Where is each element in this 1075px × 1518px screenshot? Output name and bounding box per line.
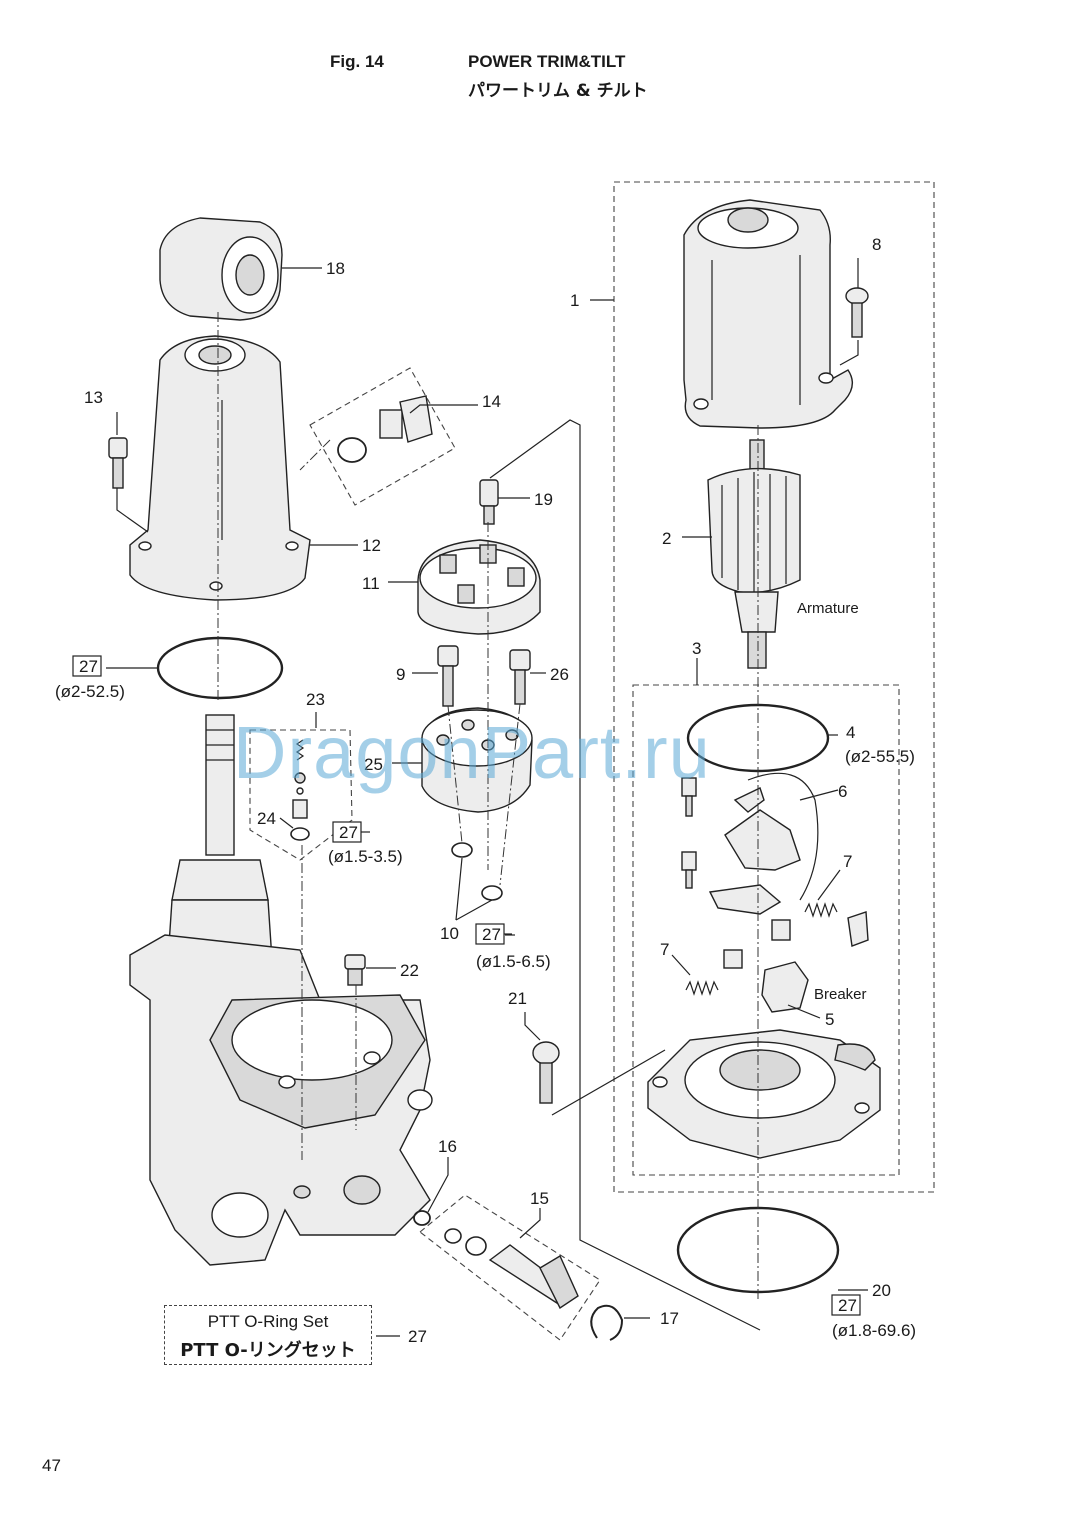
check-valve-23-outline: [249, 729, 353, 861]
page-number: 47: [42, 1456, 61, 1475]
label-armature: Armature: [797, 600, 859, 617]
alignment-lines: [299, 439, 521, 1160]
valve-14-outline: [309, 367, 456, 506]
spec-o-ring-696: (ø1.8-69.6): [832, 1321, 916, 1340]
spec-o-ring-55: (ø2-55.5): [845, 747, 915, 766]
ref-box-27-d: 27: [838, 1296, 857, 1315]
spec-o-ring-35: (ø1.5-3.5): [328, 847, 403, 866]
figure-title-japanese: パワートリム & チルト: [468, 81, 648, 101]
callout-26: 26: [550, 665, 569, 684]
callout-3: 3: [692, 639, 701, 658]
motor-housing: [683, 199, 853, 429]
figure-number: Fig. 14: [330, 52, 384, 71]
callout-22: 22: [400, 961, 419, 980]
ref-box-27-c: 27: [482, 925, 501, 944]
callout-9: 9: [396, 665, 405, 684]
o-ring-24: [290, 827, 310, 841]
o-ring-10a: [451, 842, 473, 858]
callout-18: 18: [326, 259, 345, 278]
callout-23: 23: [306, 690, 325, 709]
callout-16: 16: [438, 1137, 457, 1156]
pin-19: [479, 479, 499, 525]
callout-5: 5: [825, 1010, 834, 1029]
spring-7-upper: [804, 902, 838, 918]
breaker: [761, 961, 809, 1013]
breaker-assembly-outline: [632, 684, 900, 1176]
label-breaker: Breaker: [814, 986, 867, 1003]
bolt-8: [845, 287, 869, 338]
spec-o-ring-52: (ø2-52.5): [55, 682, 125, 701]
leader-lines: [106, 258, 868, 1337]
callout-1: 1: [570, 291, 579, 310]
pump-gear-11: [417, 539, 541, 635]
reservoir-12: [129, 335, 311, 601]
spring-7-lower: [685, 980, 719, 996]
callout-19: 19: [534, 490, 553, 509]
pump-body-25: [421, 707, 533, 813]
oring-set-label: PTT O-Ring Set: [207, 1312, 329, 1331]
oring-set-box: PTT O-Ring Set PTT O-リングセット: [164, 1305, 372, 1365]
callout-15: 15: [530, 1189, 549, 1208]
callout-2: 2: [662, 529, 671, 548]
o-ring-27-upper: [156, 636, 284, 700]
ref-box-27-b: 27: [339, 823, 358, 842]
callout-13: 13: [84, 388, 103, 407]
callout-8: 8: [872, 235, 881, 254]
watermark: DragonPart.ru: [233, 711, 711, 794]
bolt-9: [437, 645, 459, 707]
callout-21: 21: [508, 989, 527, 1008]
pump-housing: [129, 934, 433, 1266]
spec-o-ring-65: (ø1.5-6.5): [476, 952, 551, 971]
o-ring-16: [413, 1210, 431, 1226]
callout-4: 4: [846, 723, 855, 742]
armature: [707, 439, 801, 669]
figure-title: POWER TRIM&TILT: [468, 52, 626, 71]
callout-6: 6: [838, 782, 847, 801]
callout-10: 10: [440, 924, 459, 943]
callout-27-set: 27: [408, 1327, 427, 1346]
ref-box-27-a: 27: [79, 657, 98, 676]
motor-assembly-outline: [613, 181, 935, 1193]
circlip-17: [590, 1304, 624, 1341]
callout-7-lower: 7: [660, 940, 669, 959]
valve-14: [337, 395, 433, 463]
check-valve-23: [292, 739, 308, 819]
callout-17: 17: [660, 1309, 679, 1328]
motor-end-plate: [647, 1029, 881, 1159]
reservoir-cap-18: [159, 217, 283, 321]
brush-holder: [681, 772, 869, 969]
callout-25: 25: [364, 755, 383, 774]
oring-set-label-japanese: PTT O-リングセット: [180, 1340, 356, 1361]
callout-11: 11: [362, 574, 380, 593]
callout-24: 24: [257, 809, 276, 828]
bolt-21: [532, 1041, 560, 1104]
callout-14: 14: [482, 392, 501, 411]
callout-7-upper: 7: [843, 852, 852, 871]
bolt-13: [108, 437, 128, 489]
bolt-26: [509, 649, 531, 705]
callout-20: 20: [872, 1281, 891, 1300]
o-ring-10b: [481, 885, 503, 901]
manual-valve-15: [444, 1228, 579, 1310]
callout-12: 12: [362, 536, 381, 555]
fitting-22: [344, 954, 366, 986]
